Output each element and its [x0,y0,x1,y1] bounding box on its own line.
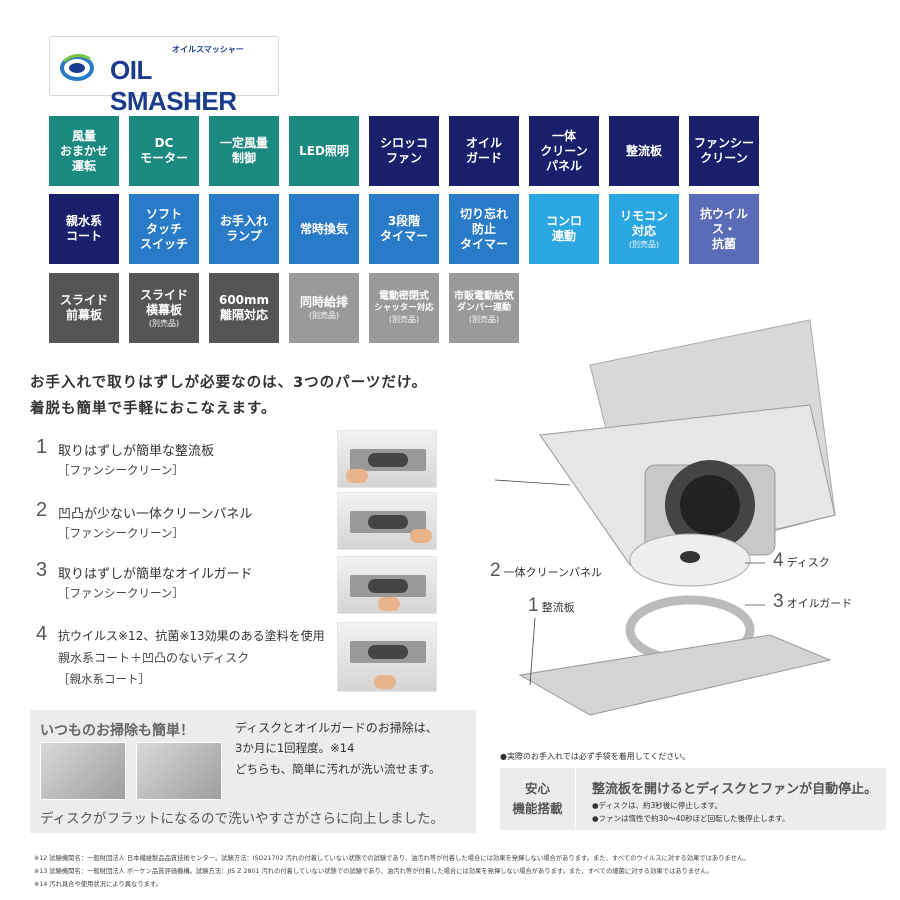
feature-tile: 切り忘れ防止タイマー [449,194,519,264]
swirl-logo-icon [60,54,94,81]
feature-tile: LED照明 [289,116,359,186]
safety-bullet: ●ファンは惰性で約30～40秒ほど回転した後停止します。 [592,814,790,823]
cleaning-bottom-text: ディスクがフラットになるので洗いやすさがさらに向上しました。 [40,811,445,827]
feature-tile: シロッコファン [369,116,439,186]
feature-tile: 同時給排(別売品) [289,273,359,343]
feature-tile: お手入れランプ [209,194,279,264]
range-hood-illustration [494,319,836,716]
cleaning-desc: どちらも、簡単に汚れが洗い流せます。 [235,762,441,776]
safety-bullet: ●ディスクは、約3秒後に停止します。 [592,801,723,810]
cleaning-photo [136,742,222,800]
footnote: ※14 汚れ具合や使用状況により異なります。 [34,881,162,888]
feature-tile: 一体クリーンパネル [529,116,599,186]
step-photo [337,622,437,692]
headline: お手入れで取りはずしが必要なのは、3つのパーツだけ。 着脱も簡単で手軽におこなえ… [30,375,428,417]
brand-logo: オイルスマッシャー OIL SMASHER [49,36,279,116]
safety-heading: 整流板を開けるとディスクとファンが自動停止。 [592,782,878,797]
feature-tile: コンロ連動 [529,194,599,264]
feature-tile: 3段階タイマー [369,194,439,264]
feature-tile: 電動密閉式シャッター対応(別売品) [369,273,439,343]
logo-kana: オイルスマッシャー [172,45,244,54]
step-photo [337,556,437,614]
feature-tile: リモコン対応(別売品) [609,194,679,264]
feature-tile: 親水系コート [49,194,119,264]
logo-text: OIL SMASHER [110,55,237,116]
step-photo [337,492,437,550]
feature-tile: スライド横幕板(別売品) [129,273,199,343]
feature-tile: ファンシークリーン [689,116,759,186]
cleaning-desc: ディスクとオイルガードのお掃除は、 [235,721,438,735]
cleaning-info-box: いつものお掃除も簡単！ ディスクとオイルガードのお掃除は、 3か月に1回程度。※… [30,710,476,833]
feature-tile: スライド前幕板 [49,273,119,343]
safety-label: 安心 機能搭載 [500,768,576,830]
feature-tile: 市販電動給気ダンパー連動(別売品) [449,273,519,343]
cleaning-title: いつものお掃除も簡単！ [40,723,194,739]
step-photo [337,430,437,488]
feature-tile: 抗ウイルス・抗菌 [689,194,759,264]
footnote: ※13 試験機関名：一般財団法人 ボーケン品質評価機構。試験方法：JIS Z 2… [34,868,713,875]
feature-tile: 整流板 [609,116,679,186]
cleaning-photo [40,742,126,800]
feature-tile: オイルガード [449,116,519,186]
feature-tile: 風量おまかせ運転 [49,116,119,186]
feature-tile: 一定風量制御 [209,116,279,186]
safety-function-box: 安心 機能搭載 整流板を開けるとディスクとファンが自動停止。 ●ディスクは、約3… [500,768,886,830]
feature-tile: ソフトタッチスイッチ [129,194,199,264]
glove-note: ●実際のお手入れでは必ず手袋を着用してください。 [500,752,691,761]
feature-tile: 常時換気 [289,194,359,264]
footnote: ※12 試験機関名：一般財団法人 日本繊維製品品質技術センター。試験方法：ISO… [34,855,750,862]
cleaning-desc: 3か月に1回程度。※14 [235,741,355,755]
